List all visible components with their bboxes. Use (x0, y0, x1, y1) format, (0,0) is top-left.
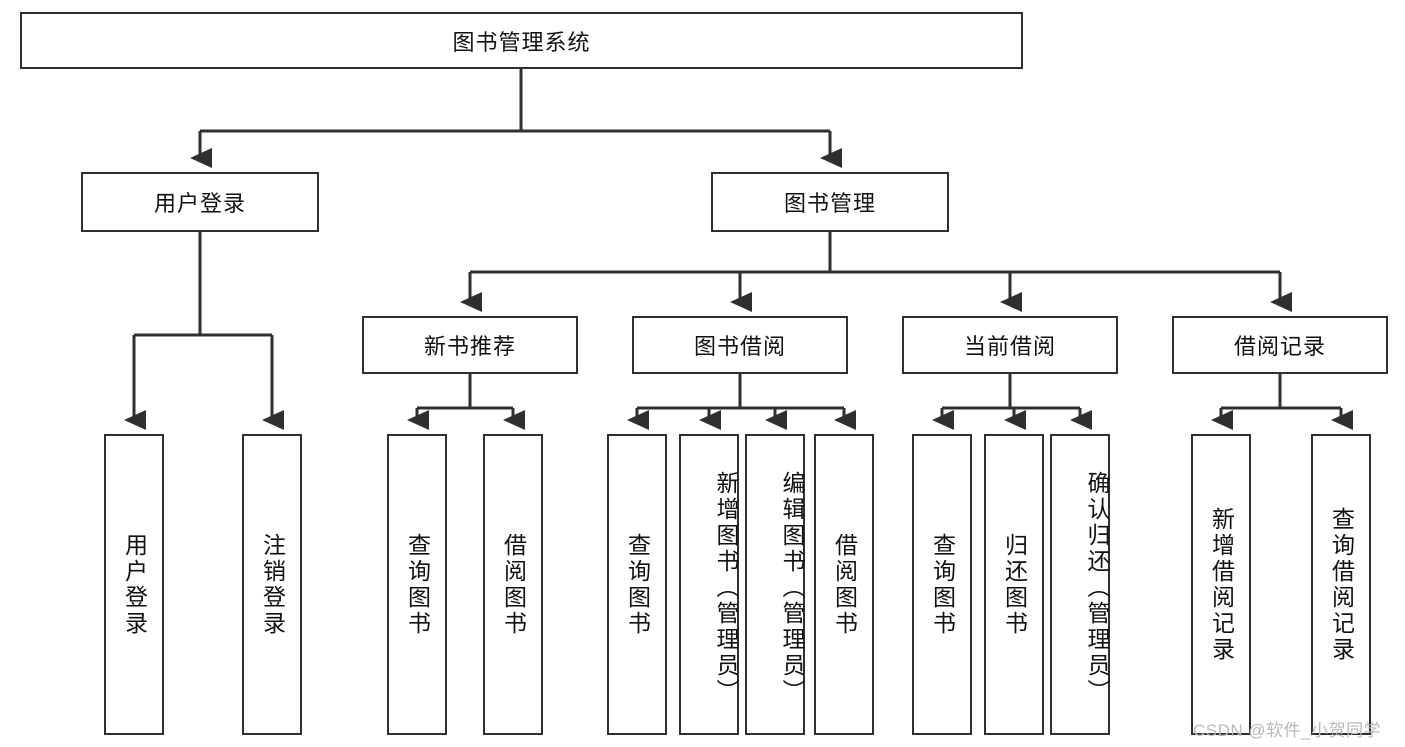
node-new-book-recommend[interactable]: 新书推荐 (362, 316, 578, 374)
edge-borrow-to-leaves (627, 374, 856, 430)
node-book-management-label: 图书管理 (783, 191, 876, 216)
leaf-node[interactable]: 确认归还（管理员） (1050, 434, 1110, 735)
leaf-node-label: 查询图书 (404, 532, 431, 637)
node-borrow-records[interactable]: 借阅记录 (1172, 316, 1388, 374)
node-book-management[interactable]: 图书管理 (711, 172, 949, 232)
leaf-node-label: 查询借阅记录 (1328, 506, 1355, 663)
node-user-login[interactable]: 用户登录 (81, 172, 319, 232)
leaf-node-label: 新增图书（管理员） (713, 470, 739, 705)
leaf-node[interactable]: 用户登录 (104, 434, 164, 735)
node-user-login-label: 用户登录 (153, 191, 246, 216)
leaf-node-label: 确认归还（管理员） (1084, 470, 1110, 705)
leaf-node-label: 编辑图书（管理员） (779, 470, 805, 705)
leaf-node[interactable]: 查询借阅记录 (1311, 434, 1371, 735)
leaf-node-label: 用户登录 (121, 532, 148, 637)
node-root-label: 图书管理系统 (452, 29, 591, 55)
leaf-node-label: 注销登录 (259, 532, 286, 637)
leaf-node[interactable]: 新增图书（管理员） (679, 434, 739, 735)
leaf-node-label: 借阅图书 (831, 532, 858, 637)
leaf-node[interactable]: 归还图书 (984, 434, 1044, 735)
edge-userlogin-to-leaves (124, 232, 284, 430)
edge-newbook-to-leaves (407, 374, 525, 430)
leaf-node[interactable]: 借阅图书 (814, 434, 874, 735)
leaf-node[interactable]: 编辑图书（管理员） (745, 434, 805, 735)
leaf-node-label: 查询图书 (929, 532, 956, 637)
leaf-node[interactable]: 查询图书 (387, 434, 447, 735)
leaf-node[interactable]: 新增借阅记录 (1191, 434, 1251, 735)
edge-root-to-level2 (190, 69, 842, 168)
leaf-node-label: 归还图书 (1001, 532, 1028, 637)
leaf-node-label: 新增借阅记录 (1208, 506, 1235, 663)
edge-current-to-leaves (932, 374, 1092, 430)
leaf-node-label: 借阅图书 (500, 532, 527, 637)
node-book-borrow[interactable]: 图书借阅 (632, 316, 848, 374)
node-new-book-recommend-label: 新书推荐 (423, 334, 516, 359)
edge-booksmgmt-to-level3 (460, 232, 1292, 312)
leaf-node[interactable]: 查询图书 (607, 434, 667, 735)
leaf-node[interactable]: 注销登录 (242, 434, 302, 735)
node-book-borrow-label: 图书借阅 (693, 334, 786, 359)
node-root[interactable]: 图书管理系统 (20, 12, 1023, 69)
leaf-node[interactable]: 查询图书 (912, 434, 972, 735)
node-current-borrow-label: 当前借阅 (963, 334, 1056, 359)
edge-records-to-leaves (1211, 374, 1353, 430)
node-borrow-records-label: 借阅记录 (1233, 334, 1326, 359)
leaf-node-label: 查询图书 (624, 532, 651, 637)
leaf-node[interactable]: 借阅图书 (483, 434, 543, 735)
watermark: CSDN @软件_小贺同学 (1193, 721, 1382, 740)
node-current-borrow[interactable]: 当前借阅 (902, 316, 1118, 374)
